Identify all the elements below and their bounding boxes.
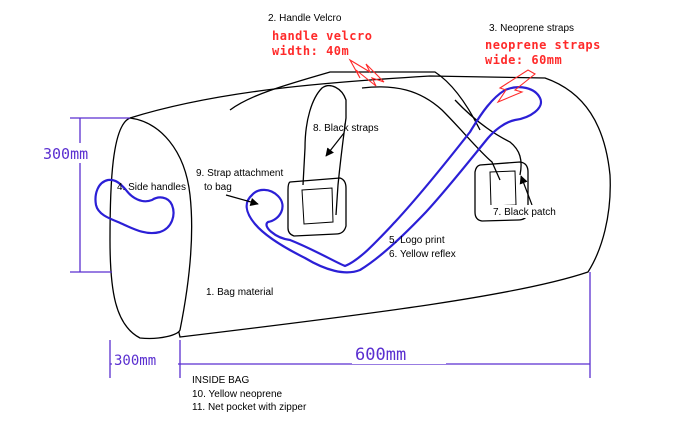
dim-depth-label: 300mm [114,353,156,369]
label-black-patch: 7. Black patch [493,207,556,218]
leader-strap-attachment [225,194,259,206]
label-yellow-reflex: 6. Yellow reflex [389,249,456,260]
handle-velcro-arrow [348,58,385,87]
handle-outline [229,71,481,131]
neoprene-arrow [496,69,536,104]
label-neoprene-straps: 3. Neoprene straps [489,23,574,34]
dim-length-label-bg [352,344,446,364]
label-black-straps: 8. Black straps [313,123,379,134]
dim-depth-label-bg [112,350,178,368]
label-side-handles: 4. Side handles [117,182,186,193]
left-attachment-patch [287,177,347,237]
inside-bag-title: INSIDE BAG [192,375,250,386]
inside-item-net-pocket: 11. Net pocket with zipper [192,402,307,413]
annotation-handle-velcro: handle velcro [272,29,372,43]
inside-bag-notes: INSIDE BAG 10. Yellow neoprene 11. Net p… [192,374,306,415]
right-black-patch [474,161,529,222]
label-bag-material: 1. Bag material [206,287,273,298]
inside-item-yellow-neoprene: 10. Yellow neoprene [192,388,283,400]
leader-black-patch [519,175,533,206]
side-handle-blue [94,178,175,235]
neoprene-strap-blue [245,86,543,274]
label-strap-attachment: 9. Strap attachment [196,168,283,179]
annotation-neoprene-straps: neoprene straps [485,38,601,52]
right-strap-loop [361,86,501,181]
annotation-neoprene-width: wide: 60mm [485,53,562,67]
left-strap-loop [302,85,347,216]
dim-height-label: 300mm [43,145,88,163]
label-handle-velcro: 2. Handle Velcro [268,13,342,24]
left-patch-inner [301,187,334,225]
label-black-patch-bg [490,205,560,218]
dim-height-label-bg [40,143,106,163]
label-logo-print: 5. Logo print [389,235,445,246]
label-strap-attachment-2: to bag [204,182,232,193]
dim-length-label: 600mm [355,345,406,365]
annotation-handle-width: width: 40m [272,44,349,58]
bag-end-panel [109,117,193,340]
leader-black-straps [325,132,345,157]
bag-body-outline [129,75,611,338]
right-patch-inner [489,170,517,207]
